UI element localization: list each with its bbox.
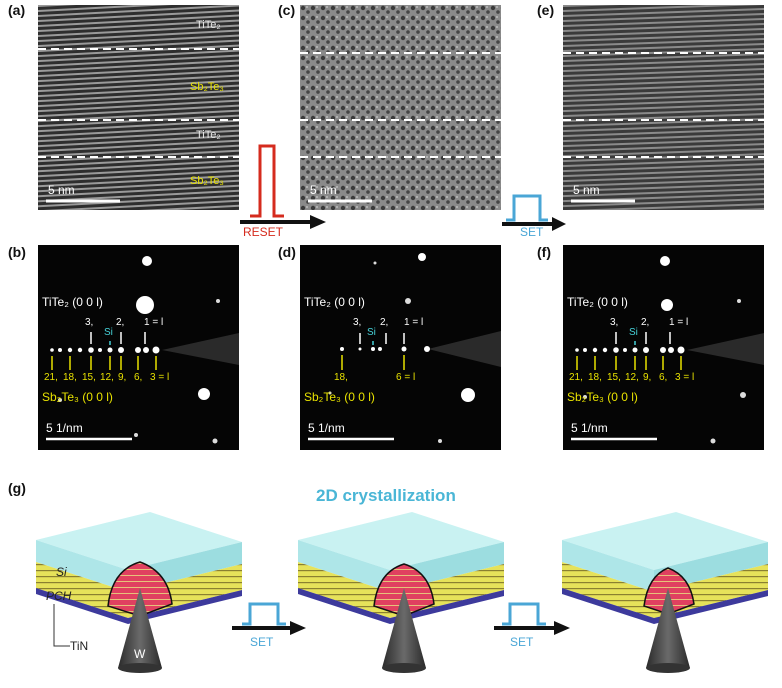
antimony-index-6-d: 6 = l bbox=[396, 372, 416, 383]
titanium-index-2-d: 2, bbox=[380, 317, 389, 328]
schematic-title: 2D crystallization bbox=[316, 486, 456, 505]
scale-label-d: 5 1/nm bbox=[308, 421, 345, 435]
saed-d-spots bbox=[308, 253, 501, 443]
titanium-index-2-f: 2, bbox=[641, 317, 650, 328]
panel-label-f: (f) bbox=[537, 244, 551, 260]
reset-pulse-arrow bbox=[240, 144, 326, 229]
layer-label-antimony-bottom: Sb₂Te₃ bbox=[190, 175, 224, 187]
antimony-index-18-b: 18, bbox=[63, 372, 77, 383]
layer-label-antimony-top: Sb₂Te₃ bbox=[190, 81, 224, 93]
device-schematic: Si PCH TiN W SET SET bbox=[36, 512, 768, 673]
tem-image-c: 5 nm bbox=[300, 5, 501, 210]
device-stack-1 bbox=[36, 512, 242, 673]
scale-label-c: 5 nm bbox=[310, 183, 337, 197]
layer-label-titanium-top: TiTe₂ bbox=[196, 19, 221, 31]
antimony-diffraction-label-d: Sb₂Te₃ (0 0 l) bbox=[304, 390, 375, 404]
panel-label-d: (d) bbox=[278, 244, 296, 260]
tem-image-a: TiTe₂ Sb₂Te₃ TiTe₂ Sb₂Te₃ 5 nm bbox=[38, 5, 239, 210]
scale-label-e: 5 nm bbox=[573, 183, 600, 197]
silicon-spot-label-f: Si bbox=[629, 327, 638, 338]
tem-image-e: 5 nm bbox=[563, 5, 764, 210]
tem-e-fringes bbox=[563, 5, 764, 210]
titanium-index-2-b: 2, bbox=[116, 317, 125, 328]
label-tungsten: W bbox=[134, 647, 146, 661]
antimony-index-3-f: 3 = l bbox=[675, 372, 695, 383]
antimony-index-18-f: 18, bbox=[588, 372, 602, 383]
panel-label-c: (c) bbox=[278, 2, 296, 18]
titanium-index-3-b: 3, bbox=[85, 317, 94, 328]
antimony-index-21-b: 21, bbox=[44, 372, 58, 383]
layer-label-titanium-bottom: TiTe₂ bbox=[196, 129, 221, 141]
antimony-index-15-b: 15, bbox=[82, 372, 96, 383]
tem-a-fringes bbox=[38, 5, 239, 210]
panel-label-g: (g) bbox=[8, 480, 26, 496]
silicon-spot-label-b: Si bbox=[104, 327, 113, 338]
saed-f-spots bbox=[571, 256, 764, 444]
saed-b-spots bbox=[46, 256, 239, 444]
tem-c-amorphous bbox=[300, 5, 501, 210]
antimony-index-9-f: 9, bbox=[643, 372, 652, 383]
antimony-diffraction-label-b: Sb₂Te₃ (0 0 l) bbox=[42, 390, 113, 404]
silicon-spot-label-d: Si bbox=[367, 327, 376, 338]
titanium-index-3-f: 3, bbox=[610, 317, 619, 328]
titanium-index-1-d: 1 = l bbox=[404, 317, 424, 328]
panel-label-b: (b) bbox=[8, 244, 26, 260]
device-stack-3 bbox=[562, 512, 768, 673]
antimony-index-6-b: 6, bbox=[134, 372, 143, 383]
antimony-index-12-f: 12, bbox=[625, 372, 639, 383]
antimony-diffraction-label-f: Sb₂Te₃ (0 0 l) bbox=[567, 390, 638, 404]
titanium-index-1-f: 1 = l bbox=[669, 317, 689, 328]
set-pulse-arrow-1 bbox=[232, 602, 306, 635]
antimony-index-12-b: 12, bbox=[100, 372, 114, 383]
label-tin: TiN bbox=[70, 639, 88, 653]
label-silicon: Si bbox=[56, 565, 67, 579]
antimony-index-15-f: 15, bbox=[607, 372, 621, 383]
antimony-index-3-b: 3 = l bbox=[150, 372, 170, 383]
panel-label-e: (e) bbox=[537, 2, 555, 18]
set-label-1: SET bbox=[250, 635, 274, 649]
saed-pattern-f: TiTe₂ (0 0 l) 3, 2, 1 = l Si 21, 18, 15,… bbox=[563, 245, 764, 450]
antimony-index-21-f: 21, bbox=[569, 372, 583, 383]
saed-pattern-d: TiTe₂ (0 0 l) 3, 2, 1 = l Si 18, 6 = l S… bbox=[300, 245, 501, 450]
scale-label-a: 5 nm bbox=[48, 183, 75, 197]
titanium-diffraction-label-f: TiTe₂ (0 0 l) bbox=[567, 295, 628, 309]
antimony-index-18-d: 18, bbox=[334, 372, 348, 383]
saed-pattern-b: TiTe₂ (0 0 l) 3, 2, 1 = l Si 21, 18, 15,… bbox=[38, 245, 239, 450]
titanium-index-1-b: 1 = l bbox=[144, 317, 164, 328]
titanium-diffraction-label-d: TiTe₂ (0 0 l) bbox=[304, 295, 365, 309]
antimony-index-9-b: 9, bbox=[118, 372, 127, 383]
device-stack-2 bbox=[298, 512, 504, 673]
titanium-index-3-d: 3, bbox=[353, 317, 362, 328]
antimony-index-6-f: 6, bbox=[659, 372, 668, 383]
titanium-diffraction-label-b: TiTe₂ (0 0 l) bbox=[42, 295, 103, 309]
set-label-top: SET bbox=[520, 225, 544, 239]
set-pulse-arrow-2 bbox=[494, 602, 570, 635]
scale-label-f: 5 1/nm bbox=[571, 421, 608, 435]
set-pulse-arrow-top bbox=[502, 194, 566, 231]
panel-label-a: (a) bbox=[8, 2, 26, 18]
reset-label: RESET bbox=[243, 225, 284, 239]
label-pch: PCH bbox=[46, 589, 72, 603]
scale-label-b: 5 1/nm bbox=[46, 421, 83, 435]
set-label-2: SET bbox=[510, 635, 534, 649]
